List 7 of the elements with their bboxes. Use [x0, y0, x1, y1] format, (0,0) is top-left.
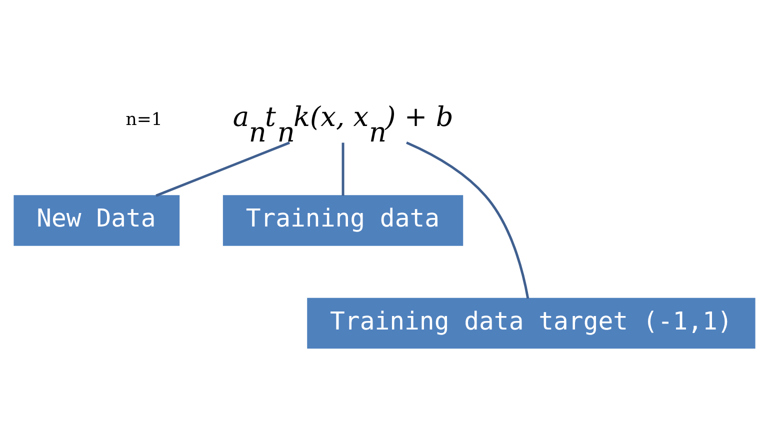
node-box: Training data [222, 194, 464, 246]
connector [156, 141, 290, 196]
connector [406, 140, 530, 298]
node-box: Training data target (-1,1) [307, 297, 756, 348]
connector [342, 142, 344, 196]
node-box: New Data [14, 194, 180, 246]
label: n=1 [126, 109, 162, 130]
